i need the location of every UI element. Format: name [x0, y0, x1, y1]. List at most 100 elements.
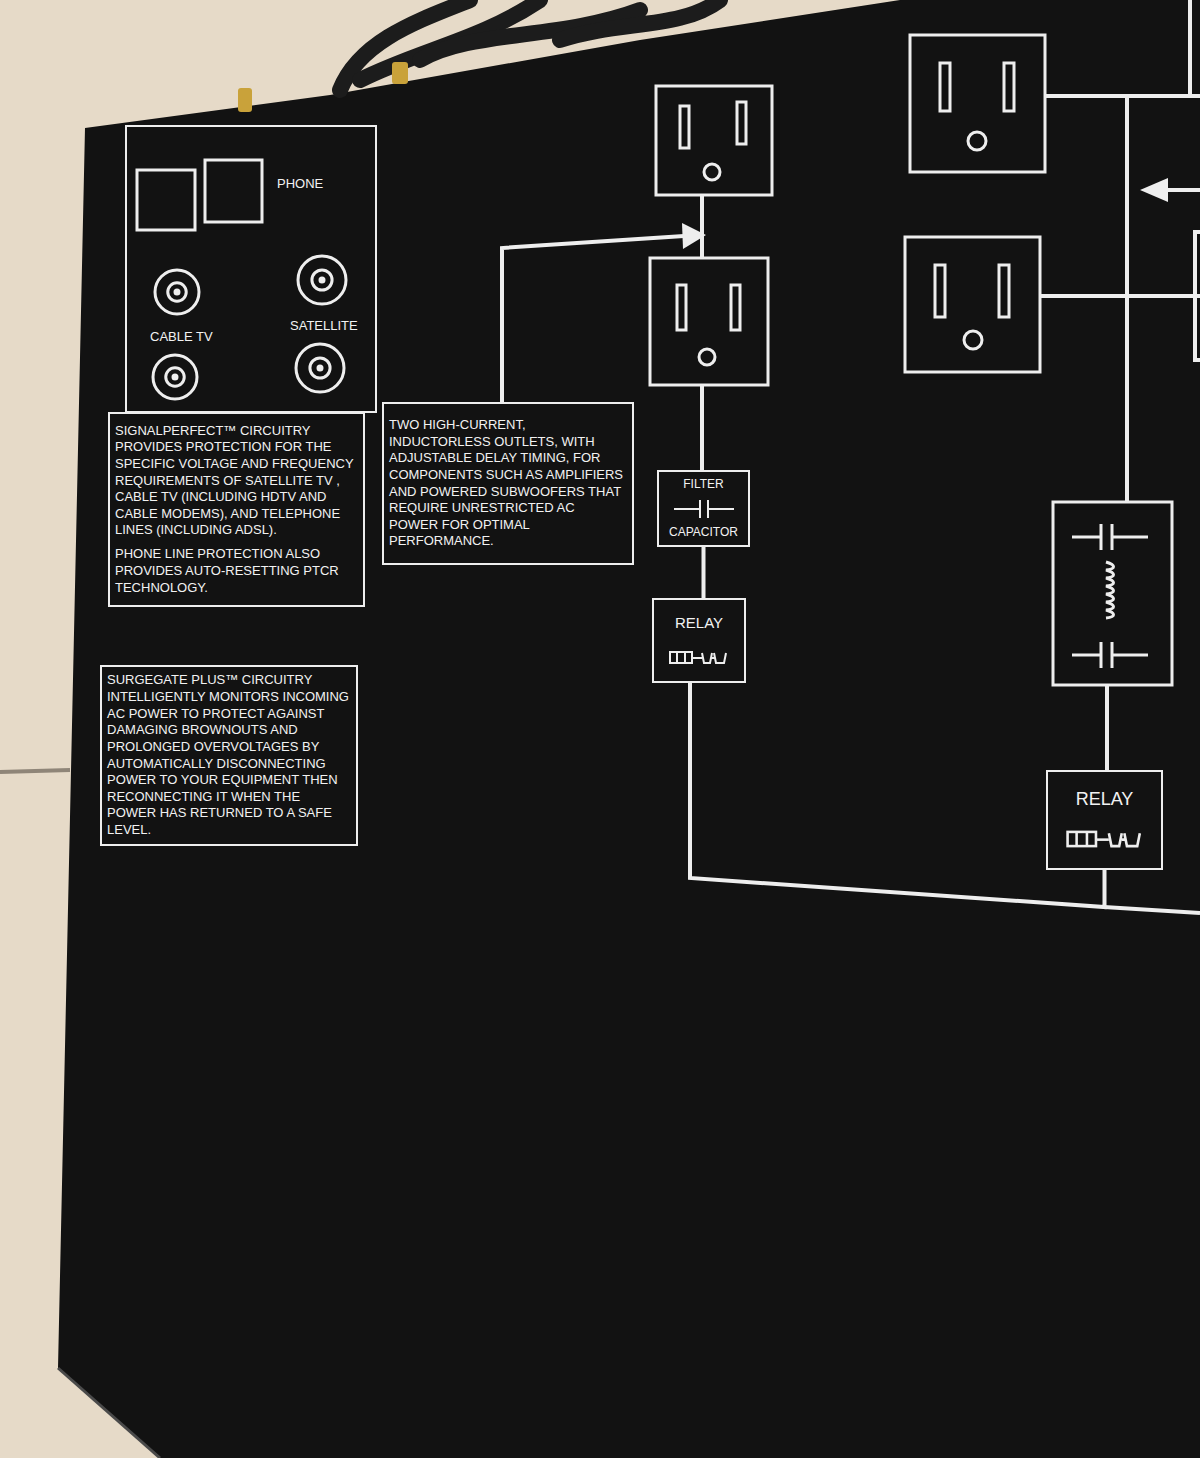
text-box: RELAY — [1046, 770, 1163, 870]
wire — [1045, 94, 1200, 98]
outlet-slot — [940, 63, 950, 111]
label-text: RELAY — [660, 613, 738, 632]
text-box: RELAY — [652, 598, 746, 683]
label-text: SATELLITE — [290, 319, 358, 333]
coax-port — [153, 355, 197, 399]
port-panel: PHONE CABLE TV SATELLITE — [125, 125, 377, 413]
outlet-symbol — [650, 258, 768, 385]
cable — [560, 0, 720, 40]
outlet-slot — [1004, 63, 1014, 111]
outlet-symbol — [910, 35, 1045, 172]
wire — [702, 547, 706, 598]
panel-edge — [58, 1368, 160, 1458]
outlet-symbol — [905, 237, 1040, 372]
wire — [1040, 294, 1200, 298]
symbol-strokes — [1067, 832, 1139, 846]
tile-grout — [0, 770, 70, 772]
label-text: TWO HIGH-CURRENT, INDUCTORLESS OUTLETS, … — [389, 417, 627, 550]
outlet-slot — [935, 265, 945, 317]
relay-coil-box — [1067, 832, 1095, 846]
wire — [1188, 0, 1192, 96]
leader-line — [502, 236, 684, 402]
filter-block — [1053, 502, 1172, 685]
wire — [690, 683, 1105, 907]
coax-pin — [318, 366, 322, 370]
arrowhead — [682, 223, 706, 249]
label-text: FILTER — [662, 477, 745, 492]
coax-ring — [310, 358, 330, 378]
text-box: FILTER CAPACITOR — [657, 470, 750, 547]
outlet-symbol — [656, 86, 772, 195]
relay-lead — [692, 657, 702, 659]
outlet-slot — [731, 285, 740, 330]
symbol-strokes — [674, 500, 734, 518]
device-panel — [58, 0, 1200, 1458]
wire — [1166, 188, 1200, 192]
outlet-slot — [999, 265, 1009, 317]
label-text: CABLE TV — [150, 330, 213, 344]
outlet-slot — [677, 285, 686, 330]
label-text: PHONE LINE PROTECTION ALSO PROVIDES AUTO… — [115, 546, 358, 596]
capacitor-stroke — [708, 508, 734, 510]
wire — [1104, 907, 1200, 913]
label-text: SIGNALPERFECT™ CIRCUITRY PROVIDES PROTEC… — [115, 423, 358, 539]
inductor-coil — [1106, 562, 1114, 618]
outlet-outline — [910, 35, 1045, 172]
outlet-outline — [905, 237, 1040, 372]
wire — [1105, 685, 1109, 770]
capacitor-lead — [1072, 654, 1101, 657]
outlet-outline — [650, 258, 768, 385]
capacitor-symbol — [674, 499, 734, 519]
port-group — [137, 160, 346, 399]
outlet-slot — [680, 106, 689, 148]
coax-pin — [173, 375, 177, 379]
partial-outlet — [1195, 232, 1200, 360]
coax-port — [296, 344, 344, 392]
relay-symbol — [1065, 828, 1145, 850]
phone-jack — [205, 160, 262, 222]
relay-coil-box — [670, 652, 692, 663]
relay-coil-mark — [676, 652, 678, 663]
outlet-slot — [737, 102, 746, 144]
wire — [700, 385, 704, 470]
relay-coil-mark — [1075, 832, 1078, 846]
relay-lead — [1095, 839, 1108, 842]
gold-connector — [238, 88, 252, 112]
capacitor-plate — [1100, 642, 1103, 668]
filter-box — [1053, 502, 1172, 685]
coax-pin — [175, 290, 179, 294]
coax-ring — [168, 283, 186, 301]
capacitor-plate — [1100, 524, 1103, 550]
coax-pin — [320, 278, 324, 282]
relay-contact — [702, 653, 726, 663]
label-text: CAPACITOR — [662, 525, 745, 540]
capacitor-lead — [1112, 654, 1148, 657]
outlet-ground — [968, 132, 986, 150]
outlet-ground — [699, 349, 715, 365]
label-text: PHONE — [277, 177, 323, 191]
relay-coil-mark — [1085, 832, 1088, 846]
outlet-ground — [704, 164, 720, 180]
capacitor-stroke — [674, 508, 700, 510]
port-icons — [127, 127, 375, 411]
relay-coil-mark — [684, 652, 686, 663]
label-text: RELAY — [1056, 788, 1153, 811]
coax-port — [298, 256, 346, 304]
coax-port — [155, 270, 199, 314]
capacitor-lead — [1072, 536, 1101, 539]
relay-contact — [1108, 833, 1139, 846]
capacitor-stroke — [699, 500, 701, 518]
capacitor-lead — [1112, 536, 1148, 539]
relay-symbol — [668, 649, 730, 666]
text-box: SURGEGATE PLUS™ CIRCUITRY INTELLIGENTLY … — [100, 665, 358, 846]
power-cables — [340, 0, 720, 90]
wire — [1125, 96, 1129, 502]
text-box: SIGNALPERFECT™ CIRCUITRY PROVIDES PROTEC… — [108, 412, 365, 607]
label-text: SURGEGATE PLUS™ CIRCUITRY INTELLIGENTLY … — [107, 672, 351, 838]
symbol-strokes — [670, 652, 726, 663]
outlet-ground — [964, 331, 982, 349]
text-box: TWO HIGH-CURRENT, INDUCTORLESS OUTLETS, … — [382, 402, 634, 565]
